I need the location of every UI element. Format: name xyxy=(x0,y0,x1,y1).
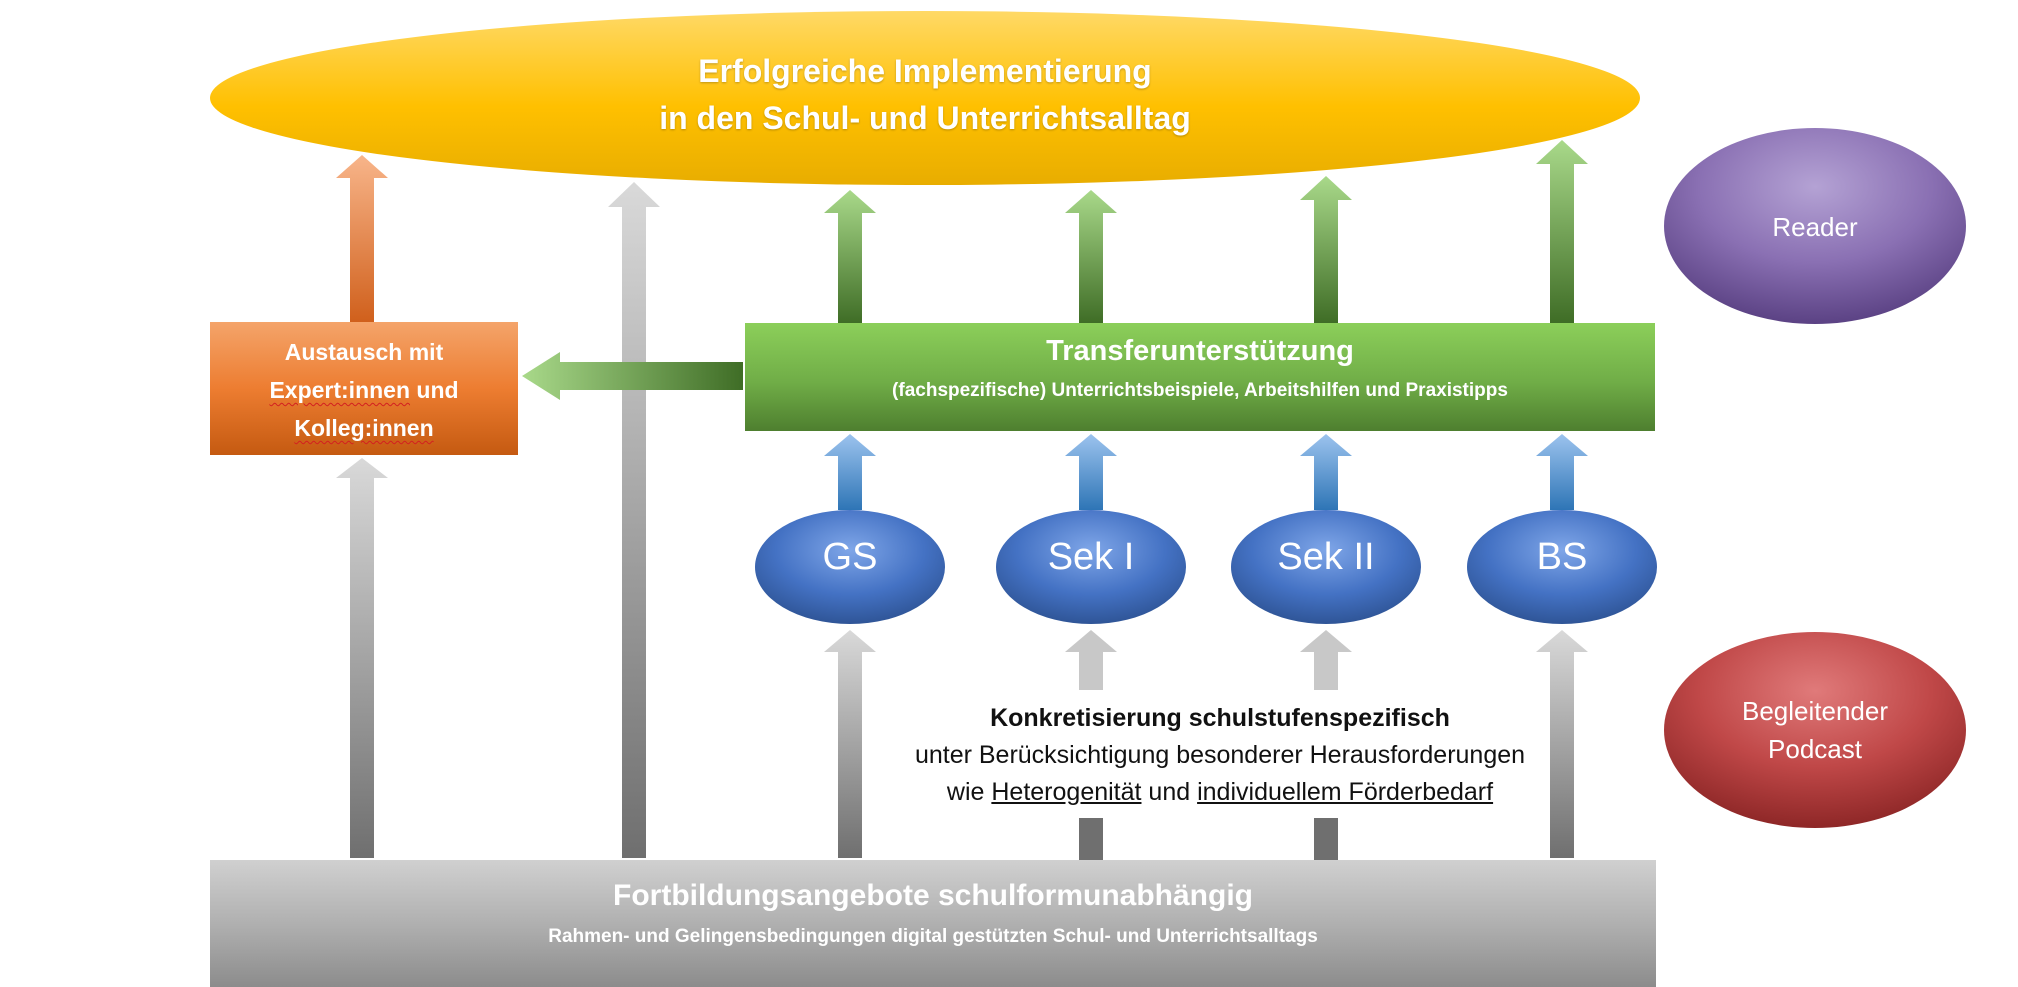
level-ellipse-sek2 xyxy=(1231,510,1421,624)
green-arrows xyxy=(824,140,1588,323)
concretization-mid: und xyxy=(1141,778,1198,806)
base-subtitle: Rahmen- und Gelingensbedingungen digital… xyxy=(548,926,1318,947)
exchange-line-1: Austausch mit xyxy=(284,339,444,365)
podcast-label: Begleitender Podcast xyxy=(1665,692,1965,768)
arrow-transfer-to-goal-4 xyxy=(1536,140,1588,323)
arrow-sek2-to-transfer xyxy=(1300,434,1352,510)
experts-word: Expert:innen xyxy=(269,377,411,403)
concretization-text: Konkretisierung schulstufenspezifisch un… xyxy=(850,700,1590,811)
level-ellipse-gs xyxy=(755,510,945,624)
concretization-title: Konkretisierung schulstufenspezifisch xyxy=(990,704,1450,732)
arrow-transfer-to-goal-1 xyxy=(824,190,876,323)
arrow-base-to-exchange xyxy=(336,458,388,858)
level-ellipse-sek1 xyxy=(996,510,1186,624)
exchange-box xyxy=(210,322,518,455)
level-label-gs: GS xyxy=(822,536,878,578)
goal-line-1: Erfolgreiche Implementierung xyxy=(698,53,1152,89)
concretization-pre: wie xyxy=(946,778,992,806)
heterogeneity-link: Heterogenität xyxy=(991,778,1142,806)
arrow-gs-to-transfer xyxy=(824,434,876,510)
arrow-sek1-to-transfer xyxy=(1065,434,1117,510)
arrow-transfer-to-goal-3 xyxy=(1300,176,1352,323)
exchange-line-3: Kolleg:innen xyxy=(210,409,518,447)
concretization-line-2: unter Berücksichtigung besonderer Heraus… xyxy=(914,741,1526,769)
arrow-base-to-sek1-lower xyxy=(1079,818,1103,860)
base-training-box xyxy=(210,860,1656,987)
reader-ellipse xyxy=(1664,128,1966,324)
level-ellipse-bs xyxy=(1467,510,1657,624)
arrow-base-to-gs xyxy=(824,630,876,858)
goal-line-2: in den Schul- und Unterrichtsalltag xyxy=(659,100,1191,136)
arrow-base-to-goal xyxy=(608,182,660,858)
podcast-line-1: Begleitender xyxy=(1742,696,1888,726)
arrow-base-to-sek2-upper xyxy=(1300,630,1352,690)
podcast-line-2: Podcast xyxy=(1768,734,1862,764)
blue-arrows xyxy=(824,434,1588,510)
grey-arrows xyxy=(336,182,1588,860)
arrow-base-to-sek2-lower xyxy=(1314,818,1338,860)
arrow-transfer-to-goal-2 xyxy=(1065,190,1117,323)
implementation-goal-text: Erfolgreiche Implementierung in den Schu… xyxy=(210,48,1640,142)
level-label-sek2: Sek II xyxy=(1277,536,1375,578)
base-title: Fortbildungsangebote schulformunabhängig xyxy=(613,879,1253,912)
level-label-bs: BS xyxy=(1536,536,1588,578)
transfer-subtitle: (fachspezifische) Unterrichtsbeispiele, … xyxy=(892,380,1508,401)
arrow-exchange-to-goal xyxy=(336,155,388,322)
arrow-base-to-sek1-upper xyxy=(1065,630,1117,690)
arrow-bs-to-transfer xyxy=(1536,434,1588,510)
concretization-line-3: wie Heterogenität und individuellem Förd… xyxy=(850,774,1590,811)
arrow-transfer-to-exchange xyxy=(522,352,743,400)
exchange-line-2: Expert:innen und xyxy=(210,371,518,409)
implementation-goal-ellipse xyxy=(210,11,1640,185)
reader-label: Reader xyxy=(1772,212,1858,242)
support-need-link: individuellem Förderbedarf xyxy=(1197,778,1494,806)
level-label-sek1: Sek I xyxy=(1047,536,1135,578)
transfer-box xyxy=(745,323,1655,431)
exchange-box-text: Austausch mit Expert:innen und Kolleg:in… xyxy=(210,333,518,447)
arrow-base-to-bs xyxy=(1536,630,1588,858)
transfer-title: Transferunterstützung xyxy=(1046,335,1354,367)
and-word: und xyxy=(410,377,459,403)
podcast-ellipse xyxy=(1664,632,1966,828)
colleagues-word: Kolleg:innen xyxy=(294,415,434,441)
